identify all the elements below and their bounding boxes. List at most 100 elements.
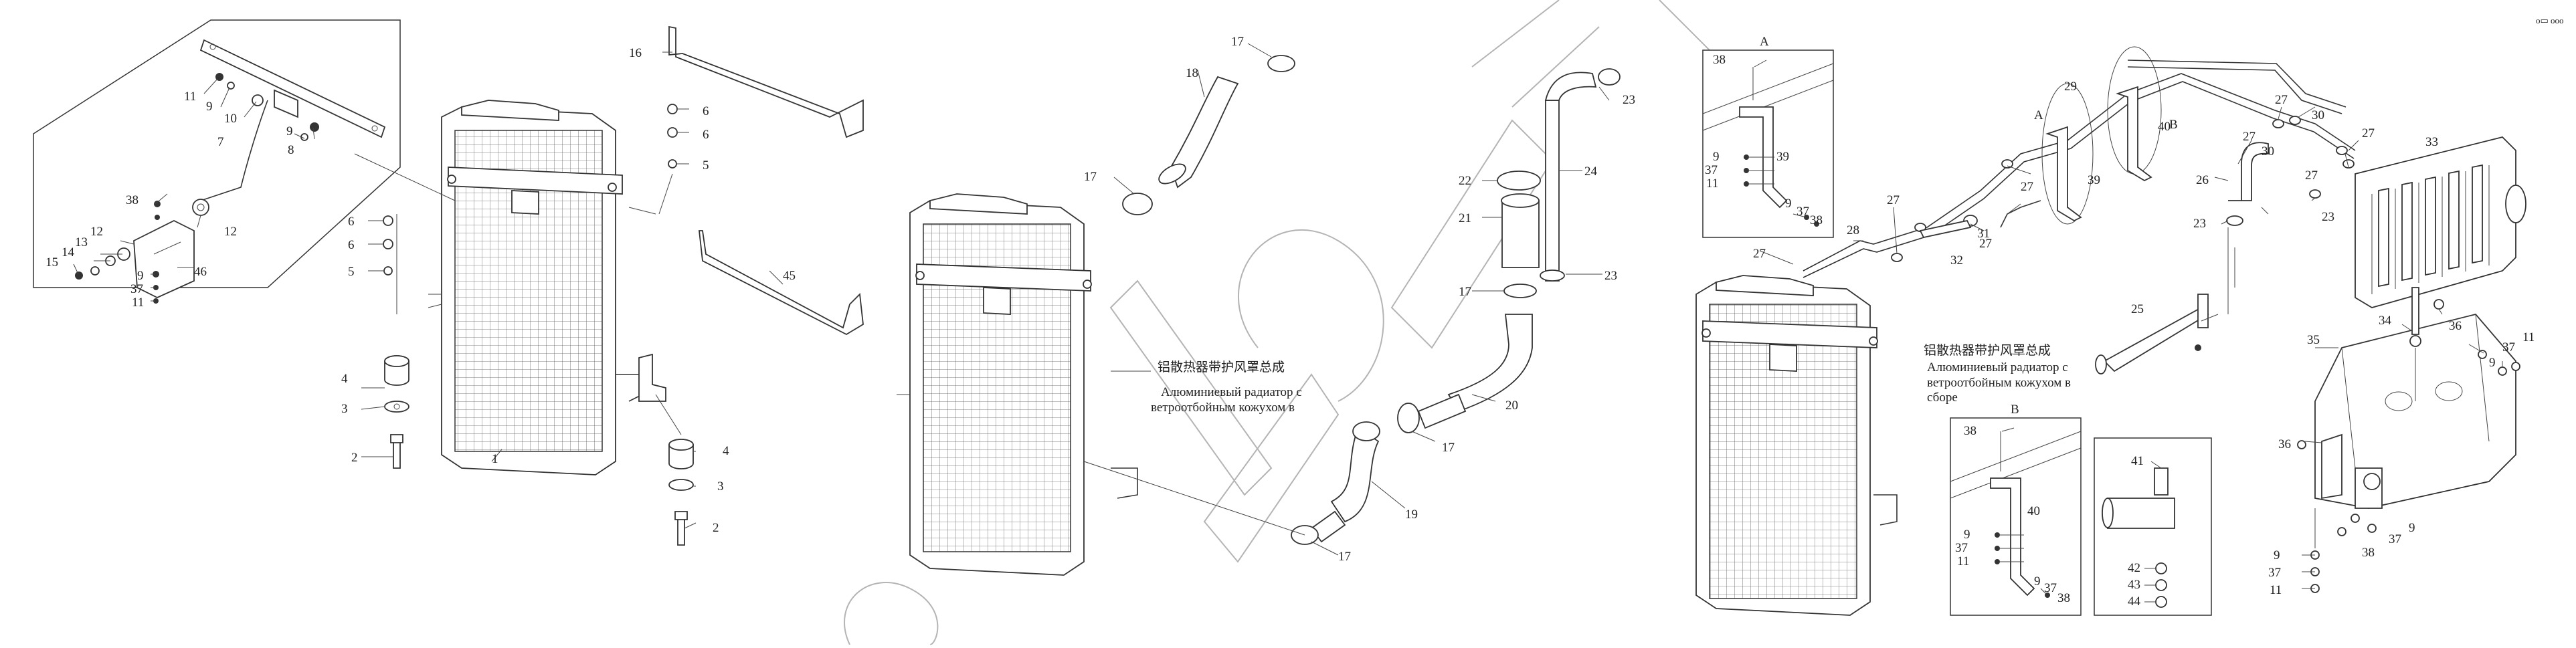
bracket-25 (2103, 306, 2209, 372)
hose-clamp-top (1267, 55, 1295, 72)
part-label: 11 (132, 296, 144, 310)
part-label: 27 (1753, 247, 1766, 261)
part-label: 12 (90, 225, 103, 239)
part-labels: 11 9 10 7 9 8 38 12 12 13 14 15 46 9 37 … (45, 35, 2535, 609)
part-label: 17 (1338, 550, 1351, 564)
lower-hose-20 (1447, 314, 1533, 413)
mount-stack-left (383, 214, 409, 469)
caption-ru-right-3: сборе (1927, 391, 1958, 405)
middle-assembly (897, 43, 1621, 576)
lower-hose-19 (1330, 427, 1380, 523)
part-label: 43 (2128, 578, 2140, 592)
caption-zh-middle: 铝散热器带护风罩总成 (1158, 360, 1285, 374)
part-label: 23 (1604, 269, 1617, 283)
part-label: 4 (723, 444, 729, 458)
detail-b-header: B (2011, 403, 2019, 417)
part-label: 27 (2275, 93, 2288, 107)
part-label: 6 (348, 215, 355, 229)
part-label: 32 (1950, 253, 1963, 267)
part-label: 37 (1705, 163, 1718, 177)
part-label: 22 (1459, 174, 1471, 188)
part-label: 23 (1623, 93, 1635, 107)
part-label: 35 (2307, 333, 2320, 347)
part-label: 9 (137, 269, 144, 283)
part-label: 27 (2305, 169, 2318, 183)
part-label: 11 (1706, 177, 1718, 191)
part-label: 27 (2243, 130, 2256, 144)
part-label: 9 (2274, 548, 2280, 562)
part-label: 6 (348, 238, 355, 252)
part-label: 36 (2278, 437, 2291, 451)
bracket-46 (133, 199, 209, 298)
part-label: 20 (1505, 399, 1518, 413)
coolant-pipe-28 (1803, 73, 2356, 272)
part-label: 17 (1459, 285, 1471, 299)
part-label: 23 (2193, 217, 2206, 231)
part-label: 9 (2409, 521, 2415, 535)
part-label: 27 (1887, 193, 1900, 207)
part-label: 27 (2362, 126, 2375, 140)
part-label: 37 (1797, 205, 1809, 219)
support-rod (200, 100, 268, 201)
watermark-outline (844, 0, 1741, 645)
part-label: 46 (194, 265, 207, 279)
top-support-bracket (668, 25, 864, 138)
fittings-right (1891, 116, 2520, 593)
part-label: 38 (1713, 53, 1726, 67)
part-label: 41 (2131, 454, 2144, 468)
detail-a-callout (2041, 83, 2094, 225)
mounting-bar (199, 39, 386, 138)
part-label: 11 (184, 90, 196, 104)
part-label: 6 (703, 128, 709, 142)
detail-a-header: A (1760, 35, 1769, 49)
part-label: 14 (62, 245, 75, 259)
left-assembly (33, 19, 864, 546)
part-label: 3 (717, 479, 724, 494)
part-label: 37 (1955, 541, 1968, 555)
part-label: 38 (126, 193, 139, 207)
part-label: 37 (2044, 581, 2057, 595)
part-label: 5 (703, 158, 709, 173)
hose-clamp-lower (1397, 403, 1420, 433)
part-label: 31 (1977, 227, 1990, 241)
part-label: 36 (2449, 319, 2462, 333)
side-mounting-plate (638, 353, 666, 402)
part-label: 24 (1584, 165, 1598, 179)
caption-zh-right: 铝散热器带护风罩总成 (1924, 343, 2051, 358)
part-label: 37 (130, 282, 143, 296)
part-label: 23 (2322, 210, 2334, 224)
part-label: 27 (1979, 237, 1992, 251)
part-label: 9 (1713, 150, 1720, 164)
part-label: 30 (2262, 144, 2274, 158)
part-label: A (2034, 108, 2043, 122)
right-assembly (1695, 46, 2526, 616)
part-label: 39 (2088, 173, 2100, 187)
part-label: 12 (224, 225, 237, 239)
part-label: 9 (2034, 574, 2041, 588)
part-label: 17 (1442, 441, 1455, 455)
upper-hose-18 (1170, 76, 1239, 189)
part-label: 28 (1847, 223, 1859, 237)
part-label: 37 (2268, 566, 2281, 580)
hose-clamp-22 (1497, 171, 1541, 191)
part-label: 1 (492, 452, 498, 466)
part-label: 9 (1785, 197, 1792, 211)
expansion-tank (2355, 136, 2526, 308)
part-label: 9 (286, 124, 293, 138)
part-label: 45 (783, 269, 796, 283)
caption-ru-middle-1: Алюминиевый радиатор с (1161, 385, 1302, 399)
part-label: 38 (2362, 546, 2375, 560)
part-label: 17 (1231, 35, 1244, 49)
caption-ru-middle-2: ветроотбойным кожухом в (1151, 401, 1295, 415)
part-label: 3 (341, 402, 348, 416)
part-label: 16 (629, 46, 642, 60)
part-label: 25 (2131, 302, 2144, 316)
part-label: 19 (1405, 508, 1418, 522)
tank-mounting-bracket (2314, 313, 2516, 509)
caption-ru-right-2: ветроотбойным кожухом в (1927, 376, 2071, 390)
part-label: 18 (1186, 66, 1198, 80)
part-label: 11 (2522, 330, 2535, 344)
part-label: 9 (206, 100, 213, 114)
